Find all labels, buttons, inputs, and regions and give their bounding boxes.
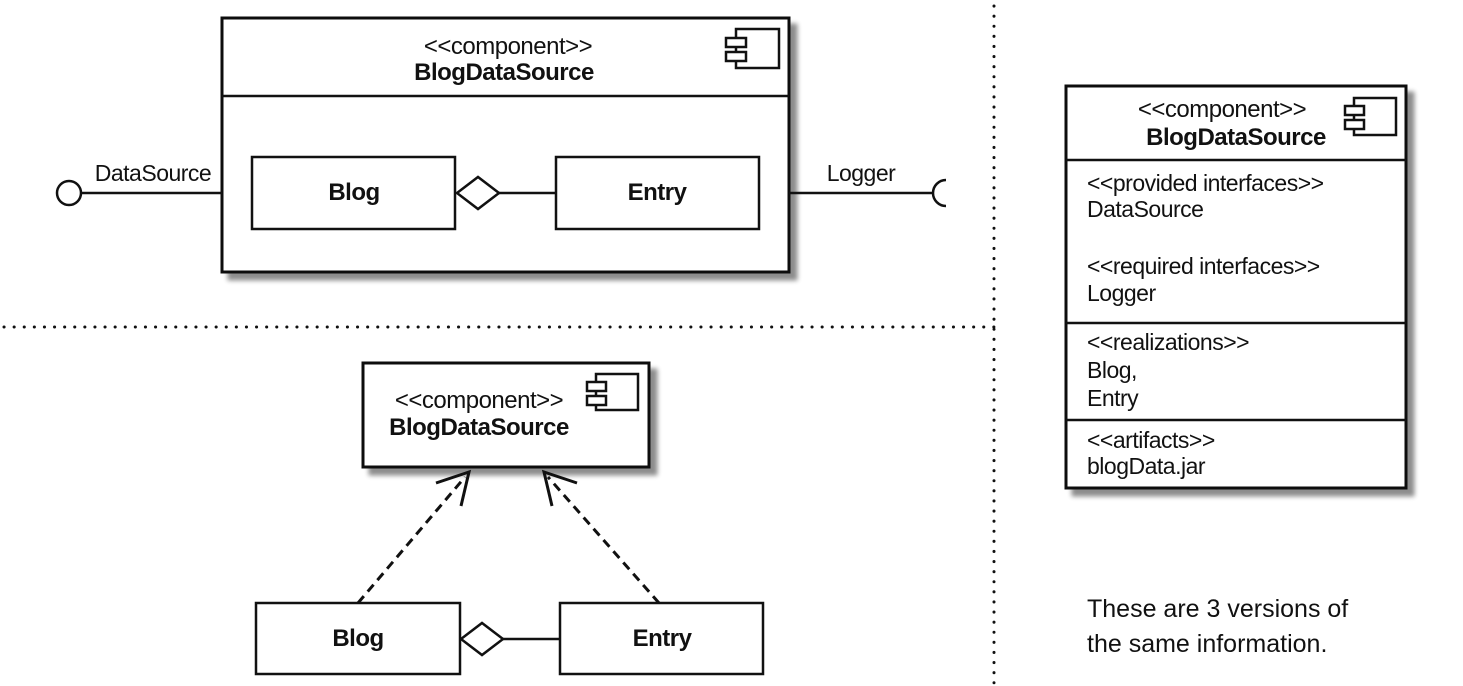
provided-interfaces-header: <<provided interfaces>> xyxy=(1087,170,1324,196)
realizations-header: <<realizations>> xyxy=(1087,329,1249,355)
component-stereotype: <<component>> xyxy=(1138,96,1306,123)
realization-item: Blog, xyxy=(1087,357,1137,383)
artifacts-header: <<artifacts>> xyxy=(1087,427,1215,453)
part-blog xyxy=(254,601,462,676)
provided-interfaces-value: DataSource xyxy=(1087,196,1203,222)
artifacts-value: blogData.jar xyxy=(1087,453,1206,479)
part-entry xyxy=(558,601,765,676)
realization-arrowhead-entry xyxy=(541,469,578,507)
part-blog-label: Blog xyxy=(328,179,379,206)
part-entry-label: Entry xyxy=(633,625,693,652)
realization-arrow-blog xyxy=(356,476,467,604)
required-interface-label: Logger xyxy=(827,160,896,186)
part-entry xyxy=(554,155,761,231)
component-icon xyxy=(724,27,781,70)
aggregation-diamond xyxy=(458,621,506,657)
component-stereotype: <<component>> xyxy=(395,387,563,414)
caption-line-2: the same information. xyxy=(1087,630,1327,658)
required-interfaces-header: <<required interfaces>> xyxy=(1087,253,1320,279)
provided-interface-label: DataSource xyxy=(95,160,211,186)
realization-item: Entry xyxy=(1087,385,1139,411)
component-name: BlogDataSource xyxy=(389,414,569,441)
diagram-1: <<component>> BlogDataSource Blog Entry … xyxy=(55,16,947,274)
diagram-2: <<component>> BlogDataSource Blog Entry xyxy=(254,361,765,676)
realization-arrow-entry xyxy=(546,476,661,604)
component-stereotype: <<component>> xyxy=(424,33,592,60)
required-interface-socket xyxy=(931,178,947,208)
component-icon xyxy=(585,372,640,412)
part-blog-label: Blog xyxy=(332,625,383,652)
part-entry-label: Entry xyxy=(628,179,688,206)
component-name: BlogDataSource xyxy=(414,59,594,86)
diagram-3: <<component>> BlogDataSource <<provided … xyxy=(1064,84,1408,490)
required-interfaces-value: Logger xyxy=(1087,280,1156,306)
caption-line-1: These are 3 versions of xyxy=(1087,595,1348,623)
realization-arrowhead-blog xyxy=(435,469,472,507)
component-icon xyxy=(1343,96,1398,137)
part-blog xyxy=(250,155,457,231)
provided-interface-lollipop xyxy=(55,179,83,207)
component-name: BlogDataSource xyxy=(1146,124,1326,151)
